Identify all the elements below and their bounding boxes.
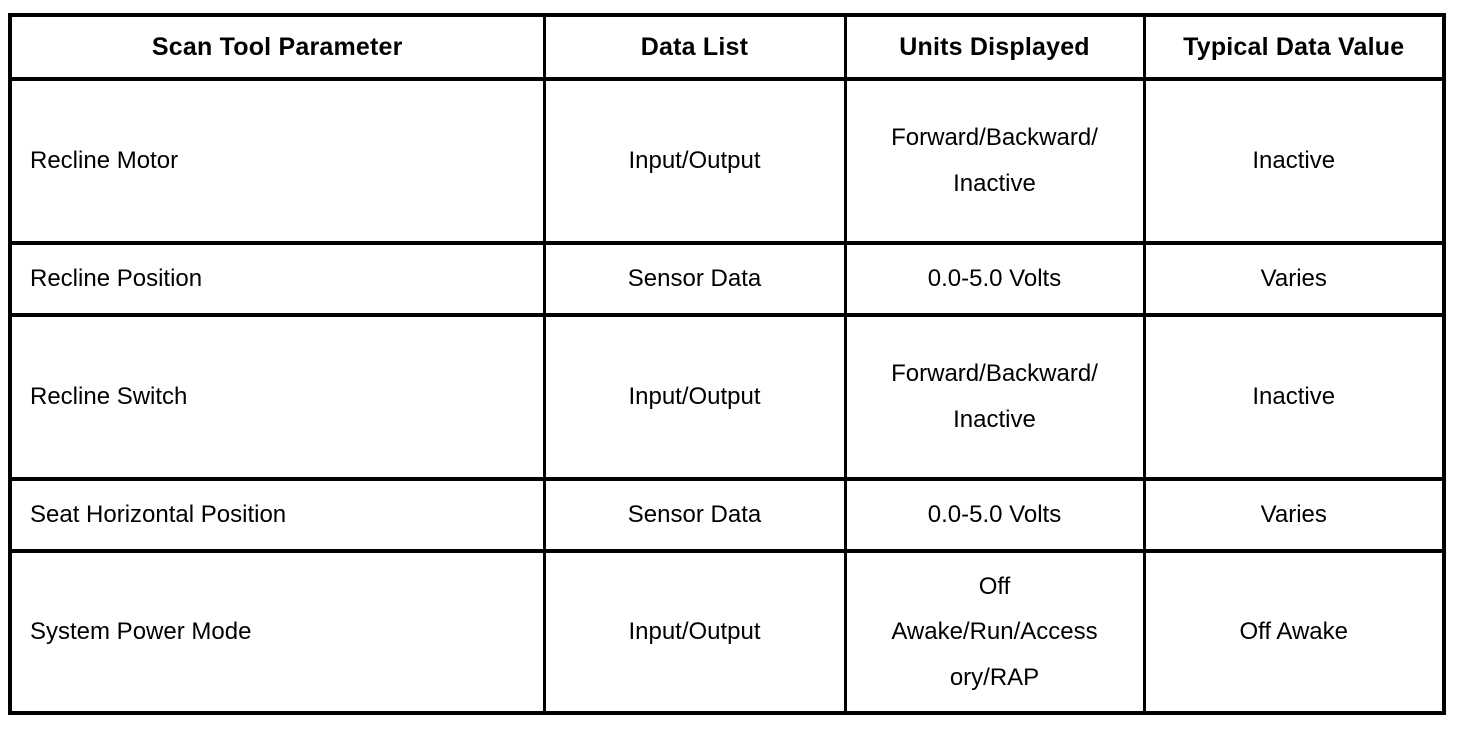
cell-parameter: Recline Motor — [8, 77, 546, 245]
cell-typical-value: Off Awake — [1142, 549, 1446, 715]
cell-data-list: Input/Output — [542, 77, 847, 245]
cell-data-list: Sensor Data — [542, 477, 847, 553]
cell-units-line: ory/RAP — [949, 663, 1040, 691]
cell-units-line: Awake/Run/Access — [891, 618, 1098, 646]
cell-units-line: Inactive — [953, 406, 1036, 433]
cell-data-list: Input/Output — [542, 313, 847, 481]
cell-units-line: Forward/Backward/ — [891, 124, 1098, 152]
cell-typical-value: Inactive — [1142, 77, 1446, 245]
table-row: System Power Mode Input/Output Off Awake… — [8, 549, 1446, 715]
cell-units-displayed: 0.0-5.0 Volts — [843, 477, 1146, 553]
cell-parameter: Recline Switch — [8, 313, 546, 481]
cell-units-displayed: Off Awake/Run/Access ory/RAP — [843, 549, 1146, 715]
cell-units-line: Inactive — [953, 170, 1036, 197]
table-row: Recline Position Sensor Data 0.0-5.0 Vol… — [8, 241, 1446, 317]
table-header: Scan Tool Parameter Data List Units Disp… — [8, 13, 1446, 81]
cell-parameter: Recline Position — [8, 241, 546, 317]
cell-units-displayed: Forward/Backward/ Inactive — [843, 313, 1146, 481]
column-header-scan-tool-parameter: Scan Tool Parameter — [8, 13, 546, 81]
cell-parameter: Seat Horizontal Position — [8, 477, 546, 553]
scan-tool-parameter-table: Scan Tool Parameter Data List Units Disp… — [8, 13, 1446, 715]
table-row: Recline Switch Input/Output Forward/Back… — [8, 313, 1446, 481]
table-body: Recline Motor Input/Output Forward/Backw… — [8, 77, 1446, 715]
column-header-units-displayed: Units Displayed — [843, 13, 1146, 81]
table-row: Seat Horizontal Position Sensor Data 0.0… — [8, 477, 1446, 553]
cell-data-list: Input/Output — [542, 549, 847, 715]
cell-data-list: Sensor Data — [542, 241, 847, 317]
table-header-row: Scan Tool Parameter Data List Units Disp… — [8, 13, 1446, 81]
cell-typical-value: Varies — [1142, 241, 1446, 317]
column-header-data-list: Data List — [542, 13, 847, 81]
column-header-typical-data-value: Typical Data Value — [1142, 13, 1446, 81]
table-row: Recline Motor Input/Output Forward/Backw… — [8, 77, 1446, 245]
cell-units-line: Forward/Backward/ — [891, 360, 1098, 388]
cell-typical-value: Inactive — [1142, 313, 1446, 481]
cell-typical-value: Varies — [1142, 477, 1446, 553]
cell-units-line: Off — [978, 572, 1011, 600]
cell-units-displayed: Forward/Backward/ Inactive — [843, 77, 1146, 245]
cell-units-displayed: 0.0-5.0 Volts — [843, 241, 1146, 317]
cell-parameter: System Power Mode — [8, 549, 546, 715]
